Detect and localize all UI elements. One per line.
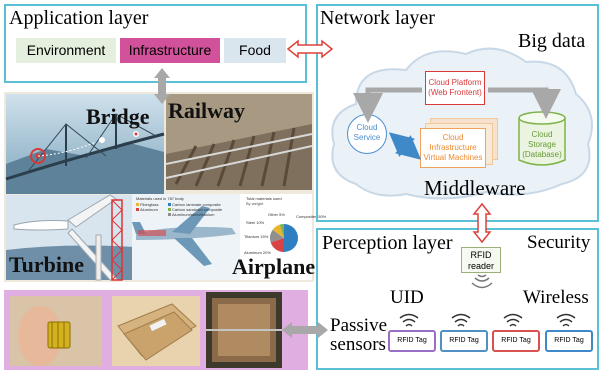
app-images-arrow — [154, 68, 170, 104]
airplane-legend-carbon-laminate: Carbon laminate composite — [172, 202, 221, 207]
tag-wifi-icon-3 — [503, 313, 523, 327]
pie-label-titanium: Titanium 15% — [244, 234, 269, 239]
materials-pie — [270, 224, 298, 252]
bridge-image — [5, 94, 165, 194]
passive-sensors-label: Passive sensors — [330, 316, 400, 354]
rfid-reader-box: RFID reader — [461, 247, 501, 273]
pie-label-other: Other 5% — [268, 212, 285, 217]
perception-layer-panel — [316, 228, 599, 370]
cloud-flow-arrows — [353, 87, 561, 160]
category-food: Food — [224, 38, 286, 63]
pie-label-composites: Composites 50% — [296, 214, 327, 219]
sensors-arrow — [282, 322, 328, 338]
bridge-label: Bridge — [86, 104, 150, 129]
airplane-label: Airplane — [232, 254, 316, 279]
rfid-tag-2: RFID Tag — [440, 330, 488, 352]
tag-wifi-icon-4 — [556, 313, 576, 327]
cloud-platform-box: Cloud Platform (Web Frontent) — [425, 71, 485, 105]
rfid-tag-3: RFID Tag — [492, 330, 540, 352]
reader-wireless-icon — [471, 274, 493, 289]
airplane-total-title: Total materials used — [246, 196, 282, 201]
crane-image — [111, 199, 123, 281]
application-layer-title: Application layer — [9, 7, 149, 29]
rfid-tag-1: RFID Tag — [388, 330, 436, 352]
uid-label: UID — [390, 287, 424, 308]
pie-slice-aluminum — [270, 238, 284, 252]
airplane-total-subtitle: By weight — [246, 201, 264, 206]
airplane-legend-alu-steel-ti: Aluminum/steel/titanium — [172, 212, 215, 217]
pie-slice-other — [279, 224, 284, 238]
railway-image — [165, 94, 313, 190]
airplane-legend-carbon-sandwich: Carbon sandwich composite — [172, 207, 223, 212]
airplane-image: Materials used in 787 body Fiberglass Al… — [132, 194, 327, 280]
big-data-label: Big data — [518, 30, 586, 52]
airplane-legend-aluminum: Aluminum — [140, 207, 158, 212]
perception-layer-title: Perception layer — [322, 232, 453, 254]
pie-slice-composites — [284, 224, 298, 252]
tag-wifi-icon-2 — [451, 313, 471, 327]
tag-wifi-icon-1 — [399, 313, 419, 327]
airplane-legend-fiberglass: Fiberglass — [140, 202, 158, 207]
cloud-infrastructure-box: Cloud Infrastructure Virtual Machines — [420, 128, 486, 168]
middleware-perception-arrow — [472, 202, 492, 244]
network-layer-panel — [316, 4, 599, 222]
network-layer-title: Network layer — [320, 7, 435, 29]
concrete-sensor-image — [206, 292, 282, 368]
security-label: Security — [527, 232, 591, 253]
middleware-label: Middleware — [424, 176, 526, 200]
turbine-label: Turbine — [9, 252, 85, 277]
application-layer-panel — [4, 4, 307, 83]
pie-label-aluminum: Aluminum 20% — [244, 250, 271, 255]
pie-label-steel: Steel 10% — [246, 220, 265, 225]
wireless-label: Wireless — [523, 287, 589, 308]
pie-slice-steel — [272, 224, 284, 238]
pie-slice-titanium — [270, 229, 284, 243]
rfid-tag-4: RFID Tag — [545, 330, 593, 352]
passive-sensors-text: Passive sensors — [330, 315, 387, 355]
app-network-arrow — [286, 39, 334, 59]
category-infrastructure: Infrastructure — [120, 38, 220, 63]
chip-sensor-image — [10, 296, 102, 366]
category-environment: Environment — [16, 38, 116, 63]
cloud-storage-label: Cloud Storage (Database) — [522, 130, 562, 159]
wood-sensor-image — [112, 296, 200, 366]
airplane-chart-title: Materials used in 787 body — [136, 196, 184, 201]
railway-label: Railway — [168, 98, 245, 123]
